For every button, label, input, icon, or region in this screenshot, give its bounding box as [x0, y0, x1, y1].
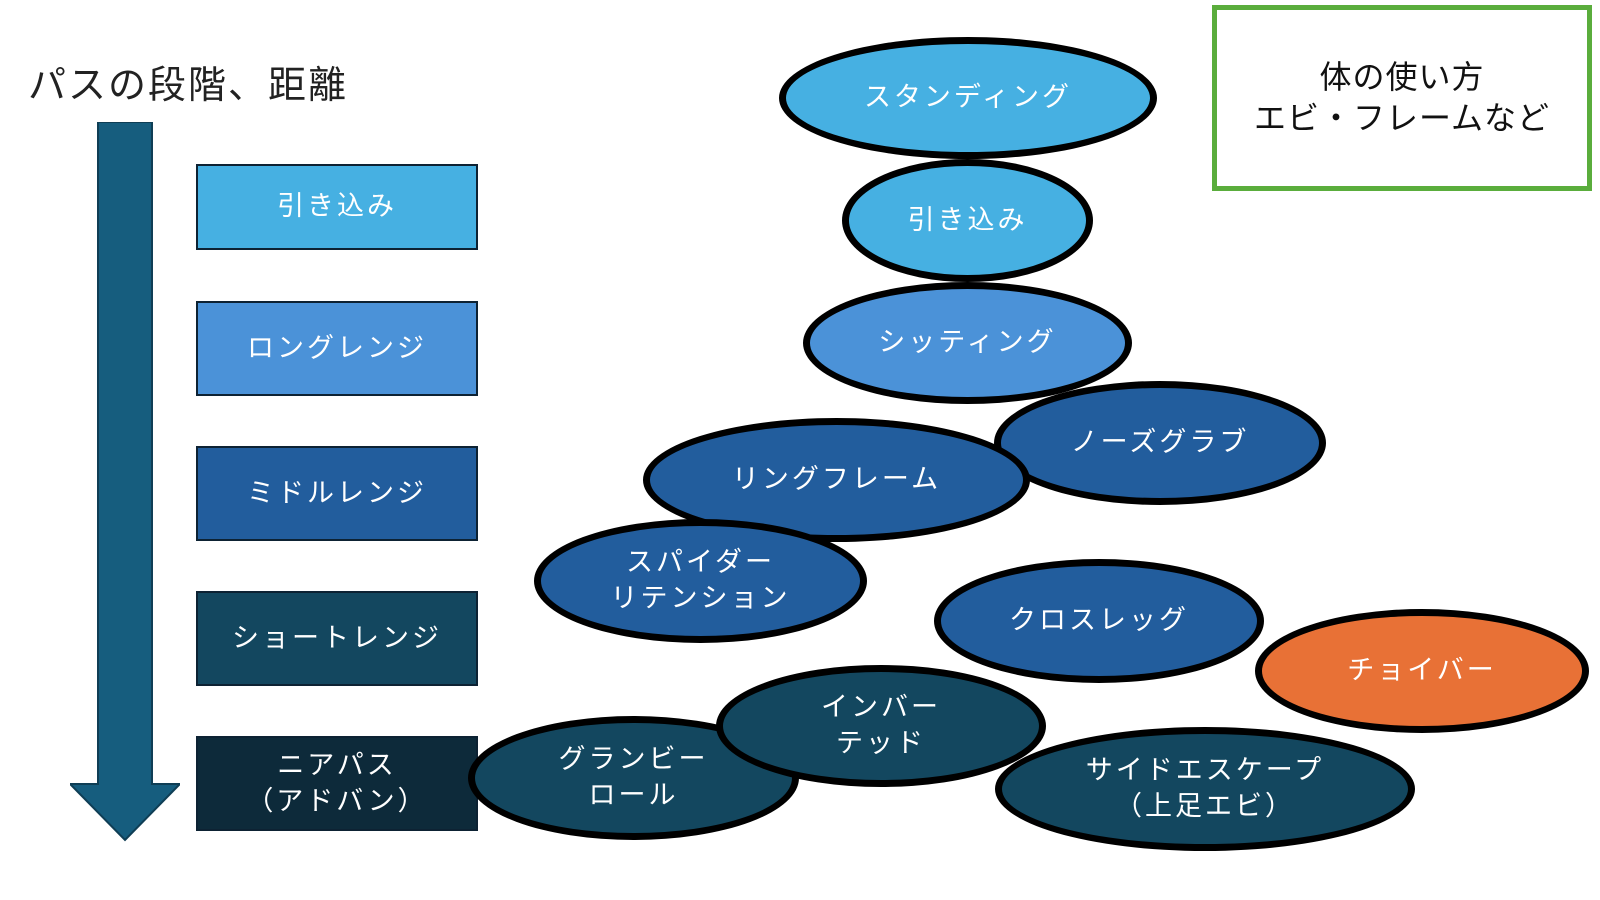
technique-pull-in: 引き込み: [842, 159, 1093, 282]
technique-choi-bar: チョイバー: [1255, 609, 1589, 733]
stage-middle-range: ミドルレンジ: [196, 446, 478, 541]
legend-line-2: エビ・フレームなど: [1253, 99, 1551, 137]
legend-box: 体の使い方 エビ・フレームなど: [1212, 5, 1592, 191]
technique-standing: スタンディング: [779, 37, 1157, 159]
technique-nose-grab: ノーズグラブ: [994, 381, 1326, 505]
technique-inverted: インバー テッド: [716, 665, 1046, 787]
technique-side-escape: サイドエスケープ （上足エビ）: [995, 727, 1415, 851]
technique-sitting: シッティング: [803, 282, 1132, 404]
technique-granby-roll: グランビー ロール: [468, 716, 799, 840]
arrow-down-icon: [70, 122, 180, 842]
diagram-title: パスの段階、距離: [28, 63, 349, 107]
stage-pull-in: 引き込み: [196, 164, 478, 250]
legend-line-1: 体の使い方: [1319, 58, 1485, 97]
stage-short-range: ショートレンジ: [196, 591, 478, 686]
technique-cross-leg: クロスレッグ: [934, 559, 1264, 683]
stage-near-pass: ニアパス （アドバン）: [196, 736, 478, 831]
stage-long-range: ロングレンジ: [196, 301, 478, 396]
technique-spider-retention: スパイダー リテンション: [534, 519, 867, 643]
